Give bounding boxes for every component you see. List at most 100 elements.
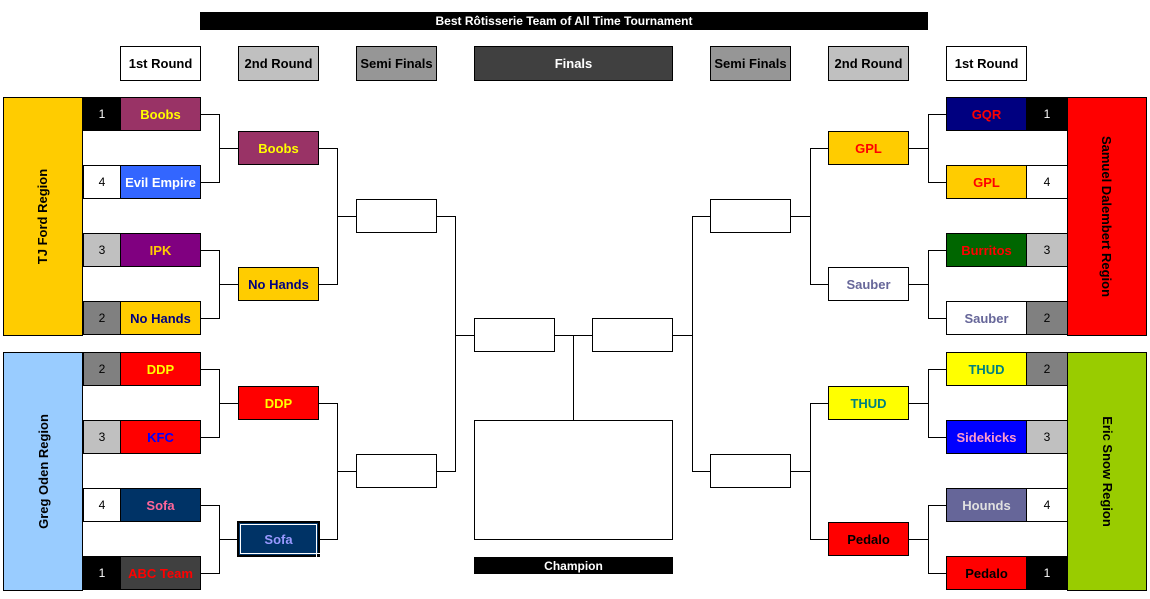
header-semis-left: Semi Finals <box>356 46 437 81</box>
bracket-line <box>219 539 237 540</box>
bracket-line <box>791 216 810 217</box>
bracket-line <box>928 505 946 506</box>
seed-badge: 2 <box>1026 352 1068 386</box>
bracket-line <box>201 437 219 438</box>
team-slot-r1[interactable]: Pedalo <box>946 556 1027 590</box>
bracket-line <box>791 471 810 472</box>
bracket-line <box>810 148 828 149</box>
bracket-line <box>219 284 238 285</box>
region-label: Samuel Dalembert Region <box>1099 135 1115 298</box>
bracket-line <box>928 250 929 319</box>
header-finals: Finals <box>474 46 673 81</box>
bracket-line <box>928 505 929 574</box>
bracket-line <box>810 284 828 285</box>
team-slot-r1[interactable]: Sofa <box>120 488 201 522</box>
seed-badge: 2 <box>83 301 121 335</box>
bracket-line <box>201 369 219 370</box>
bracket-line <box>909 539 928 540</box>
seed-badge: 1 <box>1026 97 1068 131</box>
fill-handle[interactable] <box>316 553 321 558</box>
bracket-line <box>909 403 928 404</box>
team-slot-r1[interactable]: Sidekicks <box>946 420 1027 454</box>
bracket-line <box>201 505 219 506</box>
seed-badge: 4 <box>83 165 121 199</box>
bracket-line <box>337 471 356 472</box>
bracket-line <box>928 250 946 251</box>
team-slot-r1[interactable]: Evil Empire <box>120 165 201 199</box>
bracket-line <box>201 318 219 319</box>
team-slot-r2[interactable]: THUD <box>828 386 909 420</box>
region-samuel-dalembert: Samuel Dalembert Region <box>1067 97 1147 336</box>
team-slot-r1[interactable]: KFC <box>120 420 201 454</box>
header-round2-left: 2nd Round <box>238 46 319 81</box>
seed-badge: 3 <box>83 233 121 267</box>
semi-slot-right-top[interactable] <box>710 199 791 233</box>
bracket-line <box>673 335 692 336</box>
team-slot-r2[interactable]: Sauber <box>828 267 909 301</box>
team-slot-r1[interactable]: Hounds <box>946 488 1027 522</box>
team-slot-r2[interactable]: Pedalo <box>828 522 909 556</box>
header-round2-right: 2nd Round <box>828 46 909 81</box>
semi-slot-left-bottom[interactable] <box>356 454 437 488</box>
seed-badge: 3 <box>1026 233 1068 267</box>
bracket-line <box>201 182 219 183</box>
bracket-line <box>692 216 693 472</box>
team-slot-r1[interactable]: Burritos <box>946 233 1027 267</box>
seed-badge: 2 <box>1026 301 1068 335</box>
bracket-line <box>928 114 929 183</box>
team-slot-r1[interactable]: THUD <box>946 352 1027 386</box>
final-slot-left[interactable] <box>474 318 555 352</box>
bracket-line <box>909 284 928 285</box>
semi-slot-left-top[interactable] <box>356 199 437 233</box>
team-slot-r2[interactable]: Boobs <box>238 131 319 165</box>
team-slot-r2[interactable]: No Hands <box>238 267 319 301</box>
tournament-title: Best Rôtisserie Team of All Time Tournam… <box>200 12 928 30</box>
team-slot-r2[interactable]: DDP <box>238 386 319 420</box>
seed-badge: 3 <box>83 420 121 454</box>
final-slot-right[interactable] <box>592 318 673 352</box>
team-slot-r1[interactable]: Boobs <box>120 97 201 131</box>
bracket-line <box>573 335 574 420</box>
header-round1-right: 1st Round <box>946 46 1027 81</box>
bracket-line <box>928 318 946 319</box>
bracket-line <box>320 539 337 540</box>
seed-badge: 4 <box>1026 165 1068 199</box>
bracket-line <box>810 403 828 404</box>
region-label: Greg Oden Region <box>35 414 51 529</box>
region-label: Eric Snow Region <box>1099 416 1115 527</box>
champion-box[interactable] <box>474 420 673 540</box>
bracket-line <box>810 148 811 285</box>
team-slot-r1[interactable]: Sauber <box>946 301 1027 335</box>
bracket-line <box>219 148 238 149</box>
seed-badge: 1 <box>1026 556 1068 590</box>
bracket-line <box>437 471 455 472</box>
team-slot-r1[interactable]: ABC Team <box>120 556 201 590</box>
team-slot-r2-selected[interactable]: Sofa <box>237 521 320 557</box>
bracket-line <box>909 148 928 149</box>
team-slot-r1[interactable]: No Hands <box>120 301 201 335</box>
seed-badge: 1 <box>83 97 121 131</box>
bracket-line <box>810 539 828 540</box>
team-slot-r1[interactable]: IPK <box>120 233 201 267</box>
bracket-line <box>692 216 710 217</box>
seed-badge: 4 <box>1026 488 1068 522</box>
bracket-line <box>437 216 455 217</box>
bracket-line <box>337 216 356 217</box>
team-slot-r2[interactable]: GPL <box>828 131 909 165</box>
bracket-line <box>201 114 219 115</box>
bracket-line <box>319 148 337 149</box>
team-slot-r1[interactable]: DDP <box>120 352 201 386</box>
semi-slot-right-bottom[interactable] <box>710 454 791 488</box>
region-eric-snow: Eric Snow Region <box>1067 352 1147 591</box>
seed-badge: 2 <box>83 352 121 386</box>
header-semis-right: Semi Finals <box>710 46 791 81</box>
header-round1-left: 1st Round <box>120 46 201 81</box>
bracket-line <box>810 403 811 540</box>
bracket-line <box>455 216 456 472</box>
team-slot-r1[interactable]: GQR <box>946 97 1027 131</box>
bracket-line <box>201 573 219 574</box>
bracket-line <box>928 369 946 370</box>
bracket-line <box>928 114 946 115</box>
bracket-line <box>319 284 337 285</box>
team-slot-r1[interactable]: GPL <box>946 165 1027 199</box>
